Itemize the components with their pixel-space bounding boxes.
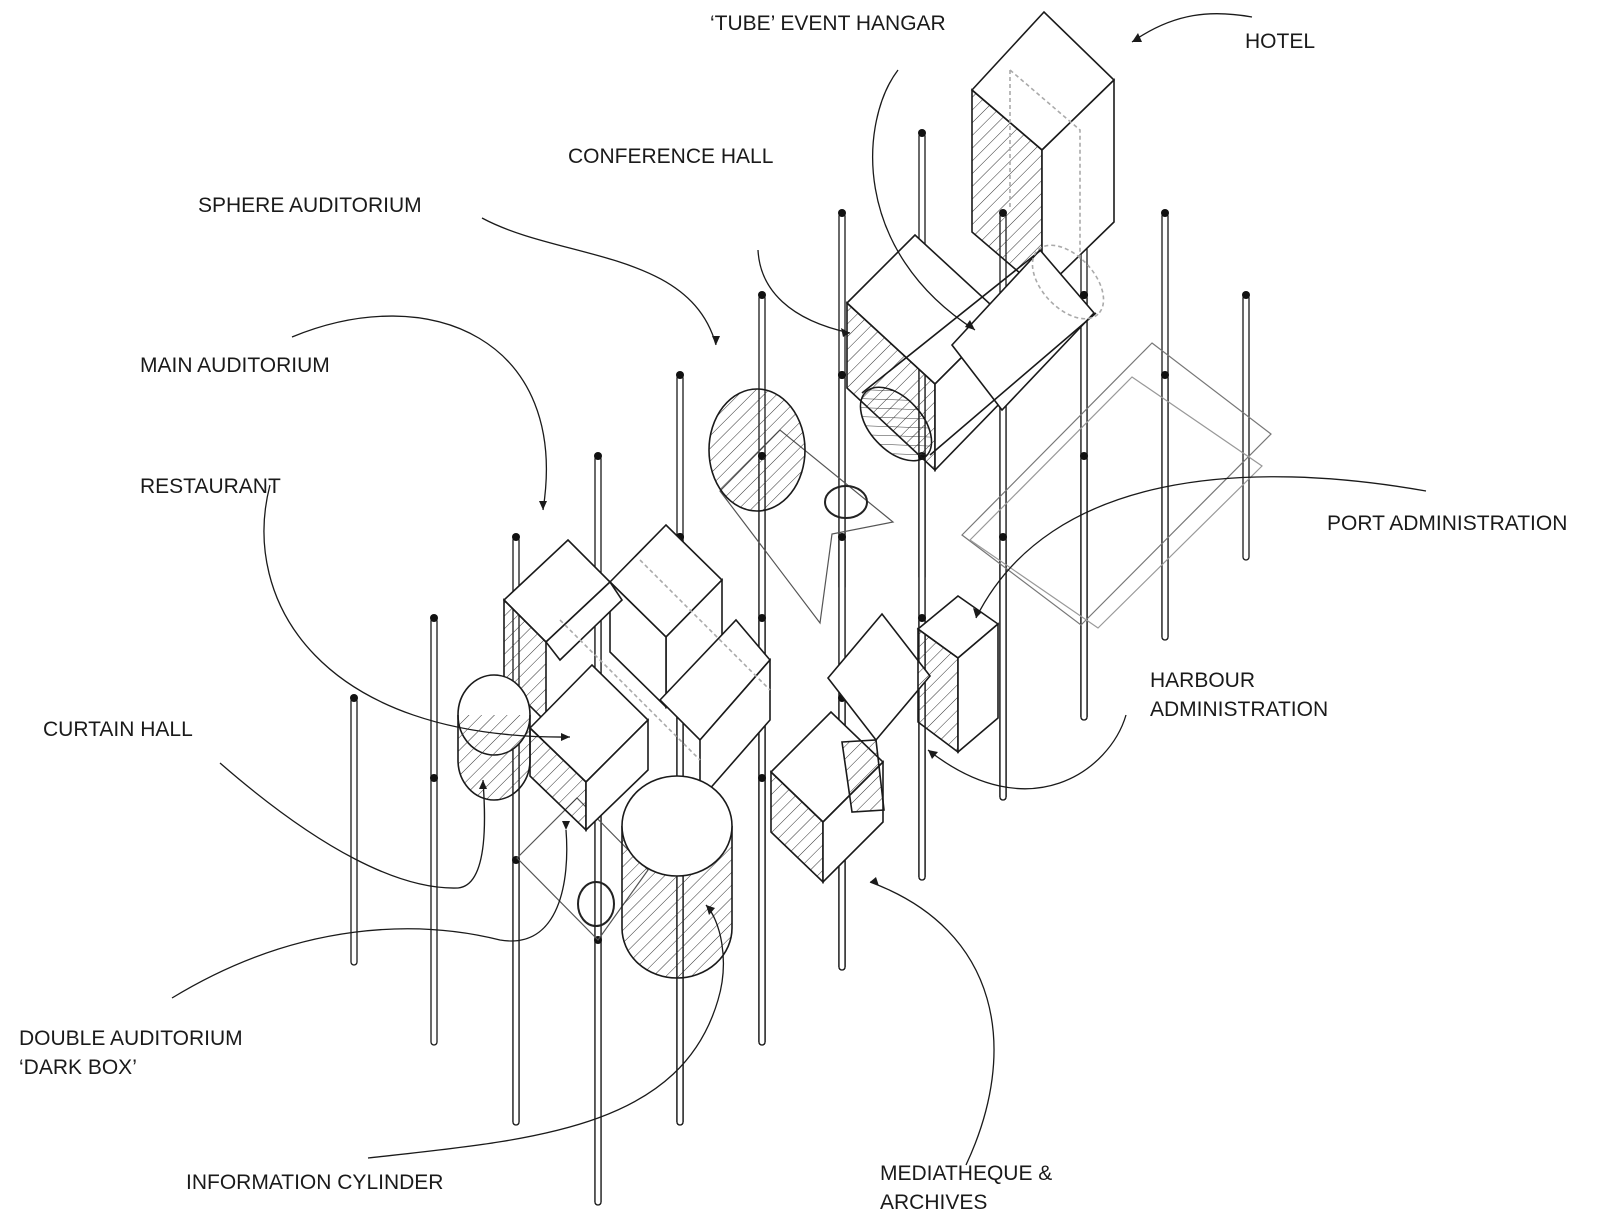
harbour-administration-block — [916, 594, 1000, 754]
tube-event-hangar — [859, 244, 1105, 462]
label-harbour-administration-line2: ADMINISTRATION — [1150, 698, 1329, 721]
column-top-dot-5 — [1161, 209, 1169, 217]
column-node-dot-8 — [430, 774, 438, 782]
column-26 — [350, 697, 358, 966]
label-information-cylinder: INFORMATION CYLINDER — [186, 1171, 444, 1194]
label-restaurant: RESTAURANT — [140, 475, 281, 498]
information-cylinder — [621, 775, 733, 979]
column-top-dot-3 — [838, 209, 846, 217]
label-main-auditorium: MAIN AUDITORIUM — [140, 354, 330, 377]
label-sphere-auditorium: SPHERE AUDITORIUM — [198, 194, 422, 217]
column-node-dot-2 — [838, 371, 846, 379]
label-curtain-hall: CURTAIN HALL — [43, 718, 193, 741]
column-top-dot-13 — [1161, 371, 1169, 379]
column-top-dot-17 — [1080, 452, 1088, 460]
label-mediatheque-line2: ARCHIVES — [880, 1191, 988, 1214]
column-top-dot-22 — [430, 614, 438, 622]
label-mediatheque-line1: MEDIATHEQUE & — [880, 1162, 1053, 1185]
label-port-administration: PORT ADMINISTRATION — [1327, 512, 1568, 535]
port-administration-slabs — [961, 342, 1272, 629]
column-top-dot-9 — [1242, 291, 1250, 299]
column-top-dot-20 — [838, 533, 846, 541]
column-node-dot-10 — [758, 774, 766, 782]
column-top-dot-10 — [676, 371, 684, 379]
leader-arrowheads — [479, 33, 1142, 915]
label-double-auditorium-line1: DOUBLE AUDITORIUM — [19, 1027, 243, 1050]
column-node-dot-14 — [1080, 291, 1088, 299]
column-top-dot-14 — [594, 452, 602, 460]
sphere-auditorium — [708, 388, 806, 512]
label-hotel: HOTEL — [1245, 30, 1316, 53]
column-top-dot-25 — [918, 614, 926, 622]
column-9 — [1242, 294, 1250, 561]
column-17 — [1080, 455, 1088, 721]
label-harbour-administration-line1: HARBOUR — [1150, 669, 1256, 692]
column-top-dot-26 — [350, 694, 358, 702]
column-22 — [430, 617, 438, 1046]
leader-lines — [171, 13, 1427, 1166]
column-top-dot-6 — [758, 291, 766, 299]
column-top-dot-18 — [512, 533, 520, 541]
column-top-dot-21 — [999, 533, 1007, 541]
column-13 — [1161, 374, 1169, 641]
structural-columns — [350, 129, 1250, 1206]
column-node-dot-11 — [512, 856, 520, 864]
column-top-dot-1 — [918, 129, 926, 137]
main-auditorium-block — [502, 523, 772, 832]
label-double-auditorium-line2: ‘DARK BOX’ — [19, 1056, 137, 1079]
mediatheque-block — [769, 612, 932, 884]
label-tube-event-hangar: ‘TUBE’ EVENT HANGAR — [710, 12, 946, 35]
label-conference-hall: CONFERENCE HALL — [568, 145, 774, 168]
curtain-hall — [457, 674, 531, 801]
hotel-block — [970, 10, 1116, 294]
column-top-dot-24 — [758, 614, 766, 622]
